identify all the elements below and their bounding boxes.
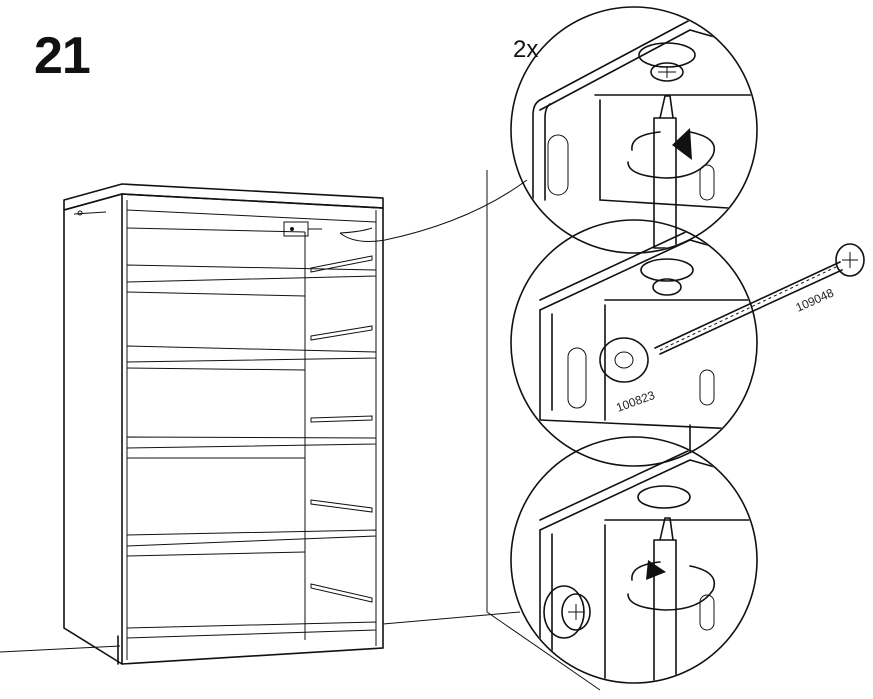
chest-of-drawers [63, 183, 384, 665]
screw-icon [654, 243, 865, 355]
step-number: 21 [34, 27, 91, 85]
washer-part-number: 100823 [614, 388, 657, 415]
washer-icon [599, 337, 649, 383]
detail-circle-2: 100823 109048 [510, 219, 865, 467]
detail-circle-1 [510, 6, 758, 254]
callout-leader [339, 179, 528, 242]
detail-circle-3 [510, 436, 758, 684]
room-background [0, 170, 601, 691]
dowel-icon [543, 585, 591, 639]
